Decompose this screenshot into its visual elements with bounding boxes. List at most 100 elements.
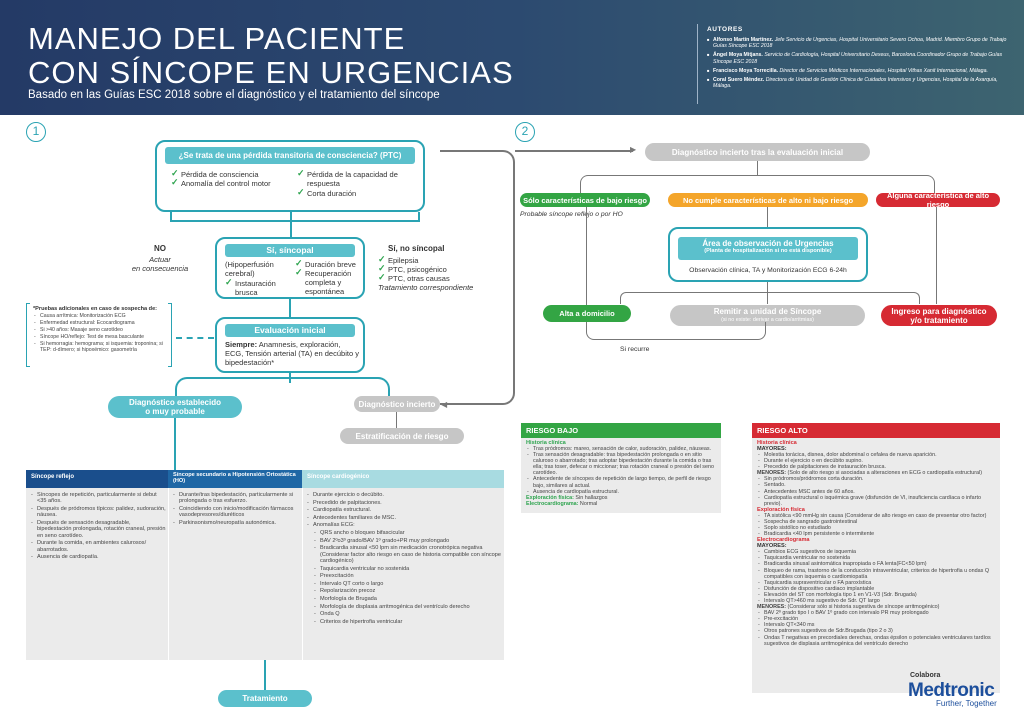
connector bbox=[264, 660, 266, 690]
table-subitem: Preexcitación bbox=[306, 573, 502, 580]
diag-incierto-label: Diagnóstico incierto bbox=[358, 399, 436, 409]
no-sincopal-title: Sí, no síncopal bbox=[388, 244, 445, 253]
sincopal-check: Duración breve bbox=[295, 259, 363, 269]
alto-riesgo-pill: Alguna característica de alto riesgo bbox=[876, 191, 1000, 209]
area-obs-header: Área de observación de Urgencias (Planta… bbox=[678, 237, 858, 260]
author-entry: Alfonso Martín Martínez. Jefe Servicio d… bbox=[707, 37, 1012, 49]
ecg-menores-intro-text: (Considerar sólo si historia sugestiva d… bbox=[786, 604, 940, 611]
sincopal-box: Sí, síncopal (Hipoperfusión cerebral) In… bbox=[215, 237, 365, 299]
riesgo-bajo-box: RIESGO BAJO Historia clínica Tras pródro… bbox=[521, 423, 721, 513]
ni-alto-ni-bajo-label: No cumple características de alto ni baj… bbox=[682, 195, 854, 205]
diag-incierto-tras-label: Diagnóstico incierto tras la evaluación … bbox=[671, 147, 844, 157]
diag-establecido-label: Diagnóstico establecido o muy probable bbox=[128, 398, 222, 416]
author-entry: Ángel Moya Mitjans. Servicio de Cardiolo… bbox=[707, 52, 1012, 64]
sincopal-checks-left: Instauración brusca bbox=[225, 278, 290, 297]
no-sincopal-note: Tratamiento correspondiente bbox=[378, 283, 474, 292]
connector bbox=[936, 207, 937, 304]
connector bbox=[290, 212, 292, 237]
table-header-reflejo: Síncope reflejo bbox=[26, 470, 168, 488]
ecg-label: Electrocardiograma: bbox=[526, 500, 579, 507]
table-subitem: QRS ancho o bloqueo bifascicular bbox=[306, 530, 502, 537]
menores-intro: MENORES: (Solo de alto riesgo si asociad… bbox=[757, 470, 995, 476]
risk-item: Sospecha de sangrado gastrointestinal bbox=[757, 519, 995, 525]
area-obs-sub: (Planta de hospitalización si no está di… bbox=[704, 248, 832, 254]
risk-item: Taquicardia supraventricular o FA paroxí… bbox=[757, 580, 995, 586]
risk-item: Soplo sistólico no estudiado bbox=[757, 525, 995, 531]
author-role: Director de Servicios Médicos Internacio… bbox=[779, 67, 988, 74]
risk-item: Otros patrones sugestivos de Sdr.Brugada… bbox=[757, 628, 995, 634]
ecg-menores-label: MENORES: bbox=[757, 604, 787, 611]
bajo-riesgo-note: Probable síncope reflejo o por HO bbox=[520, 211, 623, 218]
table-subitem: Morfología de displasia arritmogénica de… bbox=[306, 604, 502, 611]
no-sincopal-check: Epilepsia bbox=[378, 255, 498, 265]
author-role: Jefe Servicio de Urgencias, Hospital Uni… bbox=[713, 37, 1007, 50]
ecg-menores-list: BAV 2º grado tipo I o BAV 1º grado con i… bbox=[757, 610, 995, 647]
connector bbox=[586, 207, 587, 307]
table-item: Coincidiendo con inicio/modificación fár… bbox=[172, 506, 300, 519]
split-connector bbox=[175, 377, 390, 397]
ecg-value: Normal bbox=[578, 500, 598, 507]
authors-list: Alfonso Martín Martínez. Jefe Servicio d… bbox=[707, 37, 1012, 89]
evaluacion-box: Evaluación inicial Siempre: Anamnesis, e… bbox=[215, 317, 365, 373]
medtronic-tagline: Further, Together bbox=[936, 699, 997, 708]
header-divider bbox=[697, 24, 698, 104]
evaluacion-title: Evaluación inicial bbox=[225, 324, 355, 337]
risk-item: BAV 2º grado tipo I o BAV 1º grado con i… bbox=[757, 610, 995, 616]
mayores-label: MAYORES: bbox=[757, 446, 787, 452]
no-sincopal-check: PTC, otras causas bbox=[378, 273, 498, 283]
exploracion-label: Exploración física: bbox=[526, 494, 574, 501]
ingreso-pill: Ingreso para diagnóstico y/o tratamiento bbox=[881, 305, 997, 326]
ptc-check: Pérdida de consciencia bbox=[171, 169, 286, 179]
reflejo-list: Síncopes de repetición, particularmente … bbox=[30, 492, 166, 562]
risk-item: Antecedentes MSC antes de 60 años. bbox=[757, 489, 995, 495]
author-entry: Francisco Moya Torrecilla. Director de S… bbox=[707, 68, 1012, 74]
diag-incierto-tras-pill: Diagnóstico incierto tras la evaluación … bbox=[645, 143, 870, 161]
risk-item: Intervalo QT<340 ms bbox=[757, 622, 995, 628]
step-1-badge: 1 bbox=[26, 122, 46, 142]
authors-block: AUTORES Alfonso Martín Martínez. Jefe Se… bbox=[707, 26, 1012, 92]
sincopal-check: Instauración brusca bbox=[225, 278, 290, 297]
no-sincopal-check: PTC, psicogénico bbox=[378, 264, 498, 274]
pruebas-bracket-right bbox=[168, 303, 172, 367]
table-divider bbox=[302, 488, 303, 660]
prueba-item: Síncope HO/reflejo: Test de mesa bascula… bbox=[33, 334, 168, 340]
connector bbox=[757, 161, 758, 175]
table-item: Anomalías ECG: bbox=[306, 522, 502, 529]
connector bbox=[396, 412, 397, 428]
connector bbox=[767, 282, 768, 304]
ptc-check: Anomalía del control motor bbox=[171, 178, 286, 188]
risk-item: Sentado. bbox=[757, 482, 995, 488]
risk-item: Cambios ECG sugestivos de isquemia bbox=[757, 549, 995, 555]
risk-item: Pre-excitación bbox=[757, 616, 995, 622]
diag-establecido-pill: Diagnóstico establecido o muy probable bbox=[108, 396, 242, 418]
risk-item: Ondas T negativas en precordiales derech… bbox=[757, 635, 995, 647]
ptc-checks-left: Pérdida de consciencia Anomalía del cont… bbox=[171, 169, 286, 188]
risk-item: Disfunción de dispositivo cardiaco impla… bbox=[757, 586, 995, 592]
connector bbox=[174, 418, 176, 470]
arrow-left-icon: ◀ bbox=[441, 400, 448, 409]
author-name: Ángel Moya Mitjans. bbox=[713, 52, 763, 59]
dashed-connector bbox=[176, 337, 214, 339]
remitir-pill: Remitir a unidad de Síncope (si no exist… bbox=[670, 305, 865, 326]
table-subitem: Bradicardia sinusal <50 lpm sin medicaci… bbox=[306, 545, 502, 564]
table-subitem: Taquicardia ventricular no sostenida bbox=[306, 566, 502, 573]
tratamiento-pill: Tratamiento bbox=[218, 690, 312, 707]
ho-list: Durante/tras bipedestación, particularme… bbox=[172, 492, 300, 528]
riesgo-bajo-historia: Tras pródromos: mareo, sensación de calo… bbox=[526, 446, 716, 495]
alto-ecg-label: Electrocardiograma bbox=[757, 537, 810, 544]
page-subtitle: Basado en las Guías ESC 2018 sobre el di… bbox=[28, 89, 440, 101]
evaluacion-desc: Anamnesis, exploración, ECG, Tensión art… bbox=[225, 340, 359, 367]
risk-item: Tras sensación desagradable: tras bipede… bbox=[526, 452, 716, 476]
flow-arrow-return bbox=[440, 150, 515, 405]
sincopal-title: Sí, síncopal bbox=[225, 244, 355, 257]
alta-domicilio-label: Alta a domicilio bbox=[559, 309, 615, 318]
si-recurre-label: Si recurre bbox=[620, 346, 650, 353]
medtronic-logo: Medtronic bbox=[908, 680, 995, 702]
menores-list: Sin pródromos/pródromos corta duración. … bbox=[757, 476, 995, 506]
connector bbox=[767, 207, 768, 227]
table-item: Durante ejercicio o decúbito. bbox=[306, 492, 502, 499]
colabora-label: Colabora bbox=[910, 672, 941, 679]
diag-incierto-pill: Diagnóstico incierto bbox=[354, 396, 440, 412]
pruebas-title: *Pruebas adicionales en caso de sospecha… bbox=[33, 306, 158, 312]
table-subitem: Onda Q bbox=[306, 611, 502, 618]
